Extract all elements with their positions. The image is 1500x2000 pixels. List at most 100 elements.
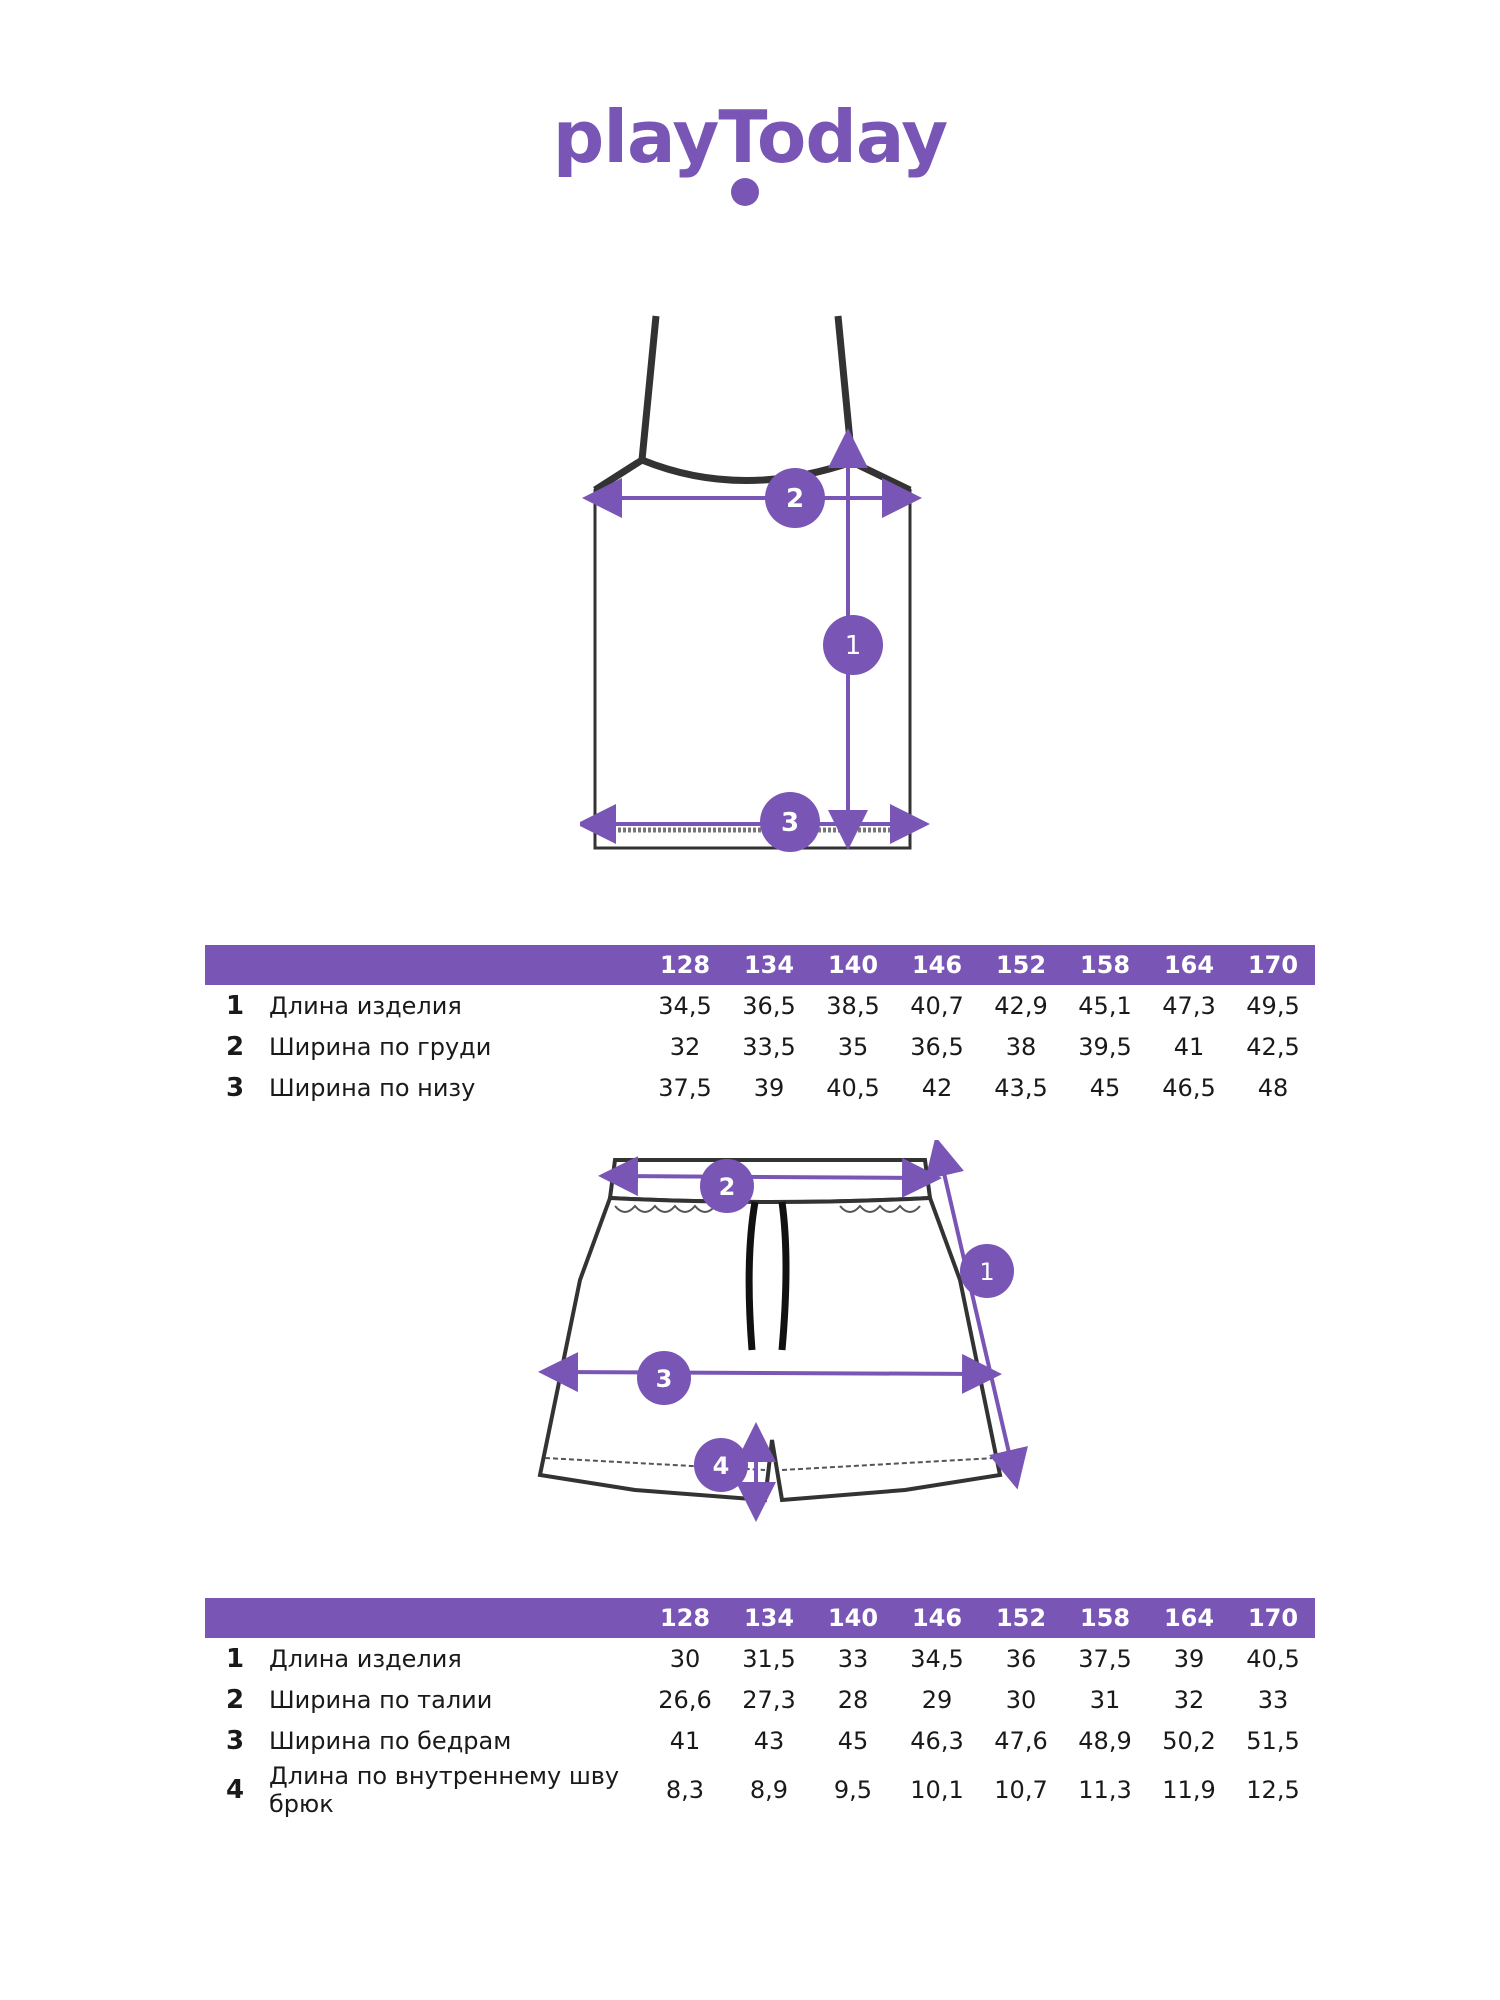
marker-2: 2 [765,468,825,528]
table-row: 1 Длина изделия 34,5 36,5 38,5 40,7 42,9… [205,985,1315,1026]
cell-value: 36,5 [910,1032,964,1061]
row-number: 2 [225,1031,245,1062]
cell-value: 34,5 [910,1644,964,1673]
row-label: Ширина по бедрам [269,1726,512,1755]
table-row: 1 Длина изделия 30 31,5 33 34,5 36 37,5 … [205,1638,1315,1679]
cell-value: 10,7 [994,1776,1048,1804]
row-number: 4 [225,1775,245,1805]
shorts-body [537,1195,1003,1503]
size-header: 152 [979,945,1063,985]
size-header: 140 [811,945,895,985]
row-number: 1 [225,1643,245,1674]
size-header: 146 [895,1598,979,1638]
strap-right [834,315,856,463]
cell-value: 45 [837,1726,869,1755]
size-header: 152 [979,1598,1063,1638]
marker-4: 4 [694,1438,748,1492]
drawstring-right [778,1201,790,1351]
svg-text:2: 2 [786,484,804,514]
cell-value: 43 [753,1726,785,1755]
cell-value: 36,5 [742,991,796,1020]
cell-value: 30 [1005,1685,1037,1714]
row-label: Длина изделия [269,991,462,1020]
cell-value: 28 [837,1685,869,1714]
cell-value: 39 [753,1073,785,1102]
row-number: 2 [225,1684,245,1715]
header-blank [205,1598,643,1638]
cell-value: 33 [1257,1685,1289,1714]
cell-value: 48,9 [1078,1726,1132,1755]
svg-text:3: 3 [656,1365,673,1393]
size-header: 140 [811,1598,895,1638]
size-header: 170 [1231,1598,1315,1638]
svg-text:2: 2 [719,1173,736,1201]
shorts-waistband [607,1158,933,1204]
row-label: Ширина по низу [269,1073,476,1102]
cell-value: 30 [669,1644,701,1673]
cell-value: 50,2 [1162,1726,1216,1755]
row-label: Ширина по талии [269,1685,493,1714]
cell-value: 9,5 [833,1776,873,1804]
cell-value: 8,9 [749,1776,789,1804]
cell-value: 47,3 [1162,991,1216,1020]
cell-value: 32 [1173,1685,1205,1714]
cell-value: 11,9 [1162,1776,1216,1804]
svg-text:4: 4 [713,1452,730,1480]
measure-line-hip [538,1352,1002,1394]
cell-value: 43,5 [994,1073,1048,1102]
cell-value: 34,5 [658,991,712,1020]
row-label: Ширина по груди [269,1032,492,1061]
size-header: 164 [1147,1598,1231,1638]
cell-value: 48 [1257,1073,1289,1102]
table-row: 3 Ширина по бедрам 41 43 45 46,3 47,6 48… [205,1720,1315,1761]
size-header: 170 [1231,945,1315,985]
cell-value: 11,3 [1078,1776,1132,1804]
size-header: 128 [643,945,727,985]
row-label: Длина по внутреннему шву брюк [269,1762,620,1818]
cell-value: 10,1 [910,1776,964,1804]
table-row: 2 Ширина по талии 26,6 27,3 28 29 30 31 … [205,1679,1315,1720]
cell-value: 35 [837,1032,869,1061]
size-header: 158 [1063,1598,1147,1638]
brand-logo-dot [731,178,759,206]
marker-3: 3 [760,792,820,852]
header-blank [205,945,643,985]
table-row: 2 Ширина по груди 32 33,5 35 36,5 38 39,… [205,1026,1315,1067]
size-header-row: 128 134 140 146 152 158 164 170 [205,945,1315,985]
cell-value: 38,5 [826,991,880,1020]
shorts-drawing: 1 2 3 4 [537,1140,1028,1522]
marker-2: 2 [700,1159,754,1213]
svg-text:1: 1 [845,631,862,661]
cell-value: 47,6 [994,1726,1048,1755]
shorts-size-table: 128 134 140 146 152 158 164 170 1 Длина … [205,1598,1315,1819]
cell-value: 31,5 [742,1644,796,1673]
marker-3: 3 [637,1351,691,1405]
cell-value: 46,3 [910,1726,964,1755]
size-header: 146 [895,945,979,985]
camisole-drawing: 1 2 3 [580,315,930,852]
cell-value: 33,5 [742,1032,796,1061]
cell-value: 42,5 [1246,1032,1300,1061]
cell-value: 31 [1089,1685,1121,1714]
marker-1: 1 [823,615,883,675]
cell-value: 27,3 [742,1685,796,1714]
cell-value: 45 [1089,1073,1121,1102]
cell-value: 40,5 [1246,1644,1300,1673]
cell-value: 42,9 [994,991,1048,1020]
cell-value: 36 [1005,1644,1037,1673]
size-header: 164 [1147,945,1231,985]
measure-line-waist [598,1156,942,1198]
cell-value: 46,5 [1162,1073,1216,1102]
cell-value: 41 [1173,1032,1205,1061]
gather-right [839,1204,921,1213]
size-header-row: 128 134 140 146 152 158 164 170 [205,1598,1315,1638]
marker-1: 1 [960,1244,1014,1298]
size-header: 128 [643,1598,727,1638]
cell-value: 51,5 [1246,1726,1300,1755]
brand-logo-text: playToday [552,95,948,179]
cell-value: 39 [1173,1644,1205,1673]
drawstring-left [745,1201,759,1351]
cell-value: 26,6 [658,1685,712,1714]
hem-stitch-left [544,1457,766,1471]
svg-text:1: 1 [979,1258,994,1286]
